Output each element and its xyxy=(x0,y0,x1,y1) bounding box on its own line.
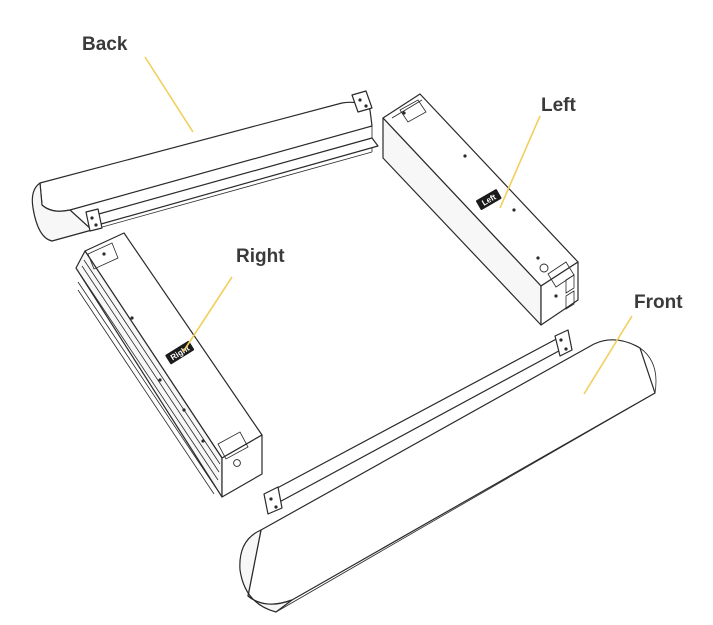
left-label: Left xyxy=(541,95,577,116)
right-panel: Right xyxy=(75,232,263,498)
back-leader xyxy=(144,56,194,133)
callouts: Back Left Right Front xyxy=(82,34,683,395)
left-panel: Left xyxy=(382,93,579,326)
left-leader xyxy=(499,115,541,209)
back-label: Back xyxy=(82,34,128,55)
right-label: Right xyxy=(236,246,285,267)
right-leader xyxy=(182,276,233,353)
back-panel xyxy=(31,90,379,242)
front-panel xyxy=(239,329,657,613)
front-leader xyxy=(583,315,633,395)
front-label: Front xyxy=(634,292,683,313)
